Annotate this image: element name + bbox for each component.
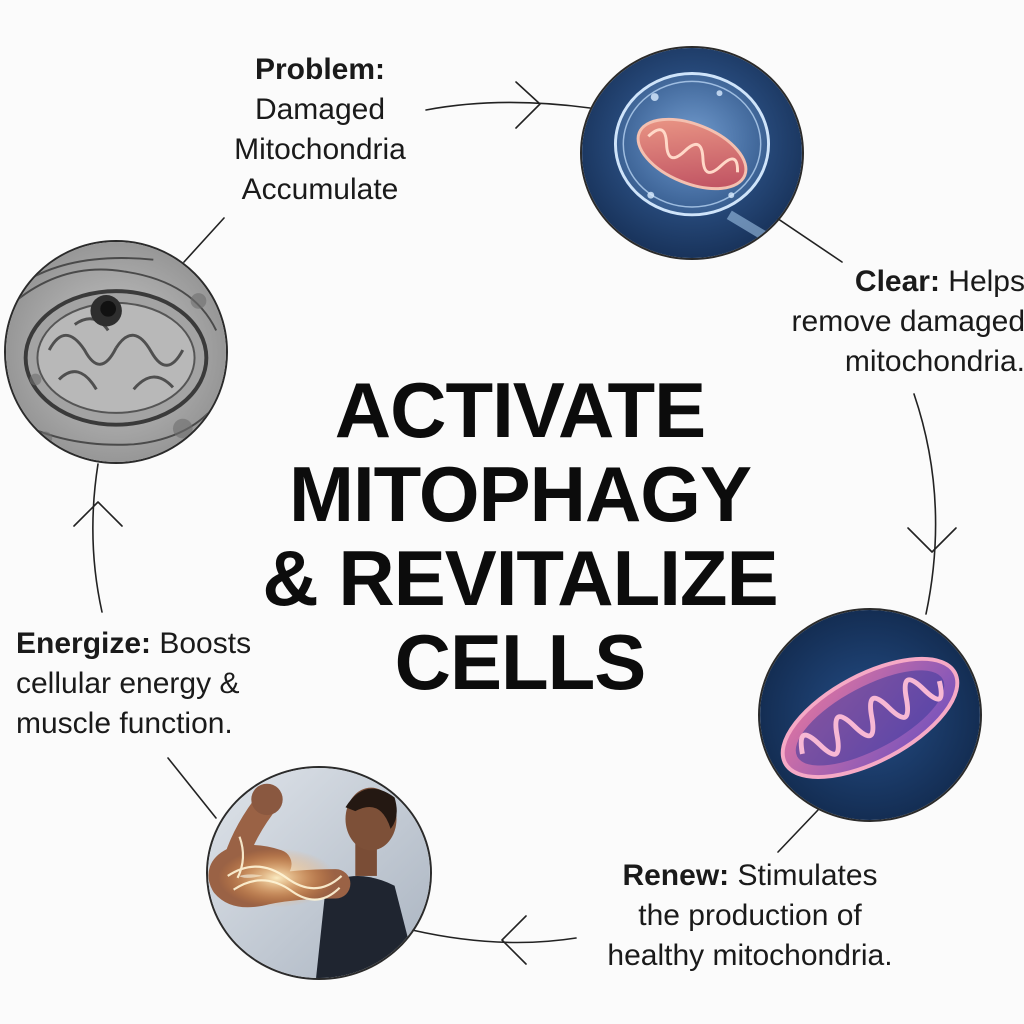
connector-energize <box>167 757 217 819</box>
energize-heading: Energize: <box>16 627 152 660</box>
problem-heading: Problem: <box>254 53 386 86</box>
arrowhead-energize-to-damaged <box>73 501 123 527</box>
title-line-3: & REVITALIZE <box>262 534 778 622</box>
autophagosome-illustration <box>582 48 802 258</box>
healthy-mitochondrion-illustration <box>760 610 980 820</box>
clear-line-1: Helps <box>939 265 1024 298</box>
damaged-mitochondrion-illustration <box>6 242 226 462</box>
arrow-clear-to-renew <box>913 393 937 615</box>
page-title: ACTIVATE MITOPHAGY & REVITALIZE CELLS <box>250 368 790 704</box>
energy-flex-image <box>206 766 432 980</box>
arrowhead-problem-to-clear <box>515 81 541 129</box>
renew-line-2: the production of <box>638 899 862 932</box>
title-line-2: MITOPHAGY <box>289 450 752 538</box>
problem-line-3: Accumulate <box>241 173 399 206</box>
clear-label: Clear: Helps remove damaged mitochondria… <box>755 262 1024 382</box>
healthy-mitochondrion-image <box>758 608 982 822</box>
connector-problem <box>183 217 225 263</box>
clear-line-3: mitochondria. <box>844 345 1024 378</box>
renew-line-1: Stimulates <box>729 859 878 892</box>
renew-line-3: healthy mitochondria. <box>607 939 893 972</box>
renew-label: Renew: Stimulates the production of heal… <box>570 856 930 976</box>
autophagosome-image <box>580 46 804 260</box>
clear-line-2: remove damaged <box>791 305 1024 338</box>
problem-line-1: Damaged <box>254 93 386 126</box>
energize-label: Energize: Boosts cellular energy & muscl… <box>16 624 316 744</box>
clear-heading: Clear: <box>854 265 940 298</box>
arrow-problem-to-clear <box>425 101 591 111</box>
connector-renew <box>777 809 819 853</box>
energize-line-2: cellular energy & <box>16 667 240 700</box>
flexing-arm-illustration <box>208 768 430 978</box>
title-line-1: ACTIVATE <box>334 366 706 454</box>
damaged-mitochondrion-image <box>4 240 228 464</box>
arrow-renew-to-energize <box>411 929 577 944</box>
energize-line-3: muscle function. <box>16 707 233 740</box>
problem-label: Problem: Damaged Mitochondria Accumulate <box>210 50 430 210</box>
problem-line-2: Mitochondria <box>234 133 406 166</box>
energize-line-1: Boosts <box>151 627 252 660</box>
arrowhead-renew-to-energize <box>501 915 527 965</box>
arrow-energize-to-damaged <box>92 463 103 613</box>
arrowhead-clear-to-renew <box>907 527 957 553</box>
title-line-4: CELLS <box>394 618 647 706</box>
renew-heading: Renew: <box>622 859 730 892</box>
